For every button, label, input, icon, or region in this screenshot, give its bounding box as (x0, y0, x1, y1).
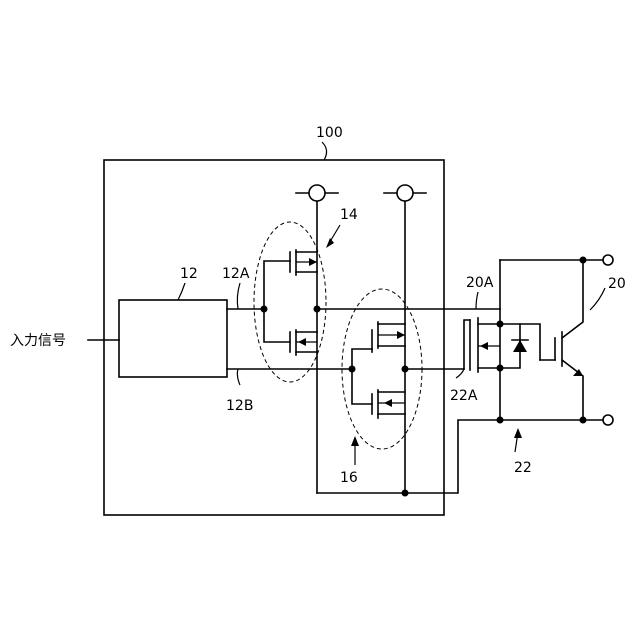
leader-22a (456, 369, 464, 378)
label-20a: 20A (466, 275, 494, 291)
junction (497, 321, 504, 328)
diode-icon (513, 340, 527, 352)
control-block (119, 300, 227, 377)
leader-22-arrow (514, 428, 522, 438)
leader-12b (237, 369, 240, 385)
arrow-14b (298, 338, 306, 346)
label-16: 16 (340, 470, 358, 486)
label-22: 22 (514, 460, 532, 476)
junction (402, 366, 409, 373)
label-input-signal: 入力信号 (10, 333, 66, 349)
arrow-22 (480, 342, 488, 350)
leader-100 (322, 142, 327, 160)
terminal-bottom (603, 415, 613, 425)
junction (402, 490, 409, 497)
rail-terminal-2 (397, 185, 413, 201)
junction (580, 417, 587, 424)
junction (314, 306, 321, 313)
module-box (104, 160, 444, 515)
output-b-line-2 (352, 369, 372, 404)
label-20: 20 (608, 276, 626, 292)
label-100: 100 (316, 125, 343, 141)
arrow-16a (397, 331, 405, 339)
label-14: 14 (340, 207, 358, 223)
terminal-top (603, 255, 613, 265)
leader-20 (590, 288, 605, 310)
rail-terminal-1 (309, 185, 325, 201)
junction (497, 365, 504, 372)
leader-16-arrow (351, 436, 359, 446)
label-22a: 22A (450, 388, 478, 404)
igbt-gate-lead (520, 324, 540, 360)
output-a-line-lower (264, 309, 290, 342)
arrow-14a (309, 258, 317, 266)
igbt-emitter (562, 360, 583, 420)
leader-14-arrow (326, 238, 334, 248)
arrow-16b (384, 399, 392, 407)
junction (349, 366, 356, 373)
gate-22a-lead (464, 320, 470, 369)
junction (497, 417, 504, 424)
junction (261, 306, 268, 313)
igbt-collector (562, 260, 583, 338)
leader-20a (476, 292, 478, 309)
label-12b: 12B (226, 398, 253, 414)
label-12a: 12A (222, 266, 250, 282)
label-12: 12 (180, 266, 198, 282)
leader-12a (237, 283, 240, 309)
junction (580, 257, 587, 264)
leader-12 (178, 283, 185, 300)
